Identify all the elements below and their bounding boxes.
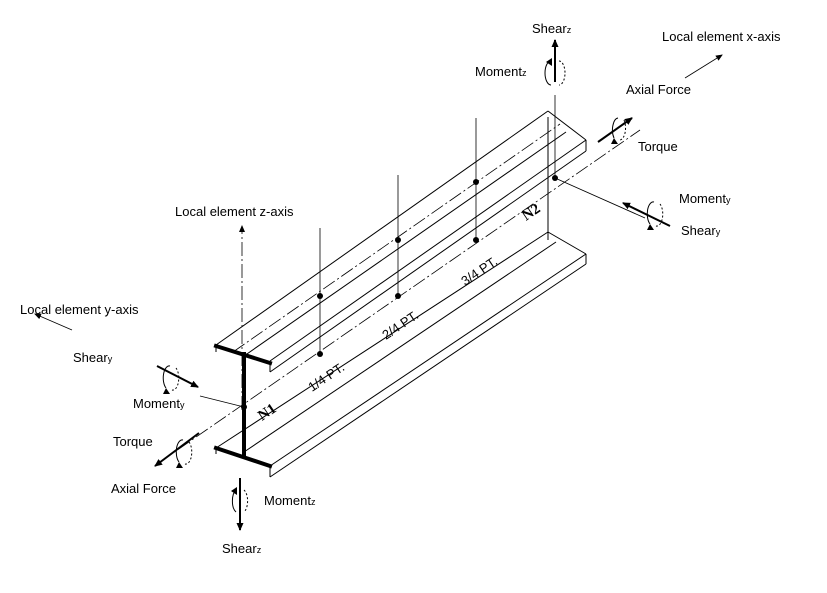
- torque-end-label: Torque: [638, 139, 678, 154]
- local-y-axis-arrow: [34, 313, 73, 331]
- local-z-axis-label: Local element z-axis: [175, 204, 294, 219]
- point-half-top-dot: [395, 237, 401, 243]
- moment-y-end-curl-icon: [646, 201, 664, 230]
- shear-z-end-label: Shearz: [532, 21, 572, 36]
- torque-start-label: Torque: [113, 434, 153, 449]
- moment-z-start-label: Momentz: [264, 493, 316, 508]
- moment-z-start-curl-icon: [231, 487, 249, 513]
- local-x-axis-label: Local element x-axis: [662, 29, 781, 44]
- station-points: [241, 175, 558, 410]
- node-n1-label: N1: [255, 401, 279, 425]
- node-n2-dot: [552, 175, 558, 181]
- i-beam: [213, 110, 587, 478]
- point-threequarter-web-dot: [473, 237, 479, 243]
- point-quarter-label: 1/4 PT.: [305, 359, 347, 394]
- point-quarter-top-dot: [317, 293, 323, 299]
- moment-z-end-curl-icon: [544, 58, 566, 86]
- shear-y-start-arrow: [156, 365, 199, 388]
- axial-force-start-arrow: [154, 432, 200, 467]
- axial-force-end-arrow: [597, 117, 633, 143]
- axial-force-start-label: Axial Force: [111, 481, 176, 496]
- shear-y-end-label: Sheary: [681, 223, 721, 238]
- moment-y-start-label: Momenty: [133, 396, 185, 411]
- torque-end-curl-icon: [611, 117, 627, 144]
- shear-y-end-arrow: [622, 202, 671, 227]
- moment-z-end-label: Momentz: [475, 64, 527, 79]
- moment-y-start-curl-icon: [162, 365, 180, 394]
- shear-y-start-label: Sheary: [73, 350, 113, 365]
- point-half-web-dot: [395, 293, 401, 299]
- point-threequarter-top-dot: [473, 179, 479, 185]
- point-quarter-web-dot: [317, 351, 323, 357]
- node-n1-dot: [241, 404, 247, 410]
- shear-z-start-label: Shearz: [222, 541, 262, 556]
- local-x-axis-arrow: [684, 54, 723, 79]
- local-y-axis-label: Local element y-axis: [20, 302, 139, 317]
- moment-y-end-label: Momenty: [679, 191, 731, 206]
- axial-force-end-label: Axial Force: [626, 82, 691, 97]
- node-n2-label: N2: [519, 201, 543, 225]
- torque-start-curl-icon: [175, 439, 193, 468]
